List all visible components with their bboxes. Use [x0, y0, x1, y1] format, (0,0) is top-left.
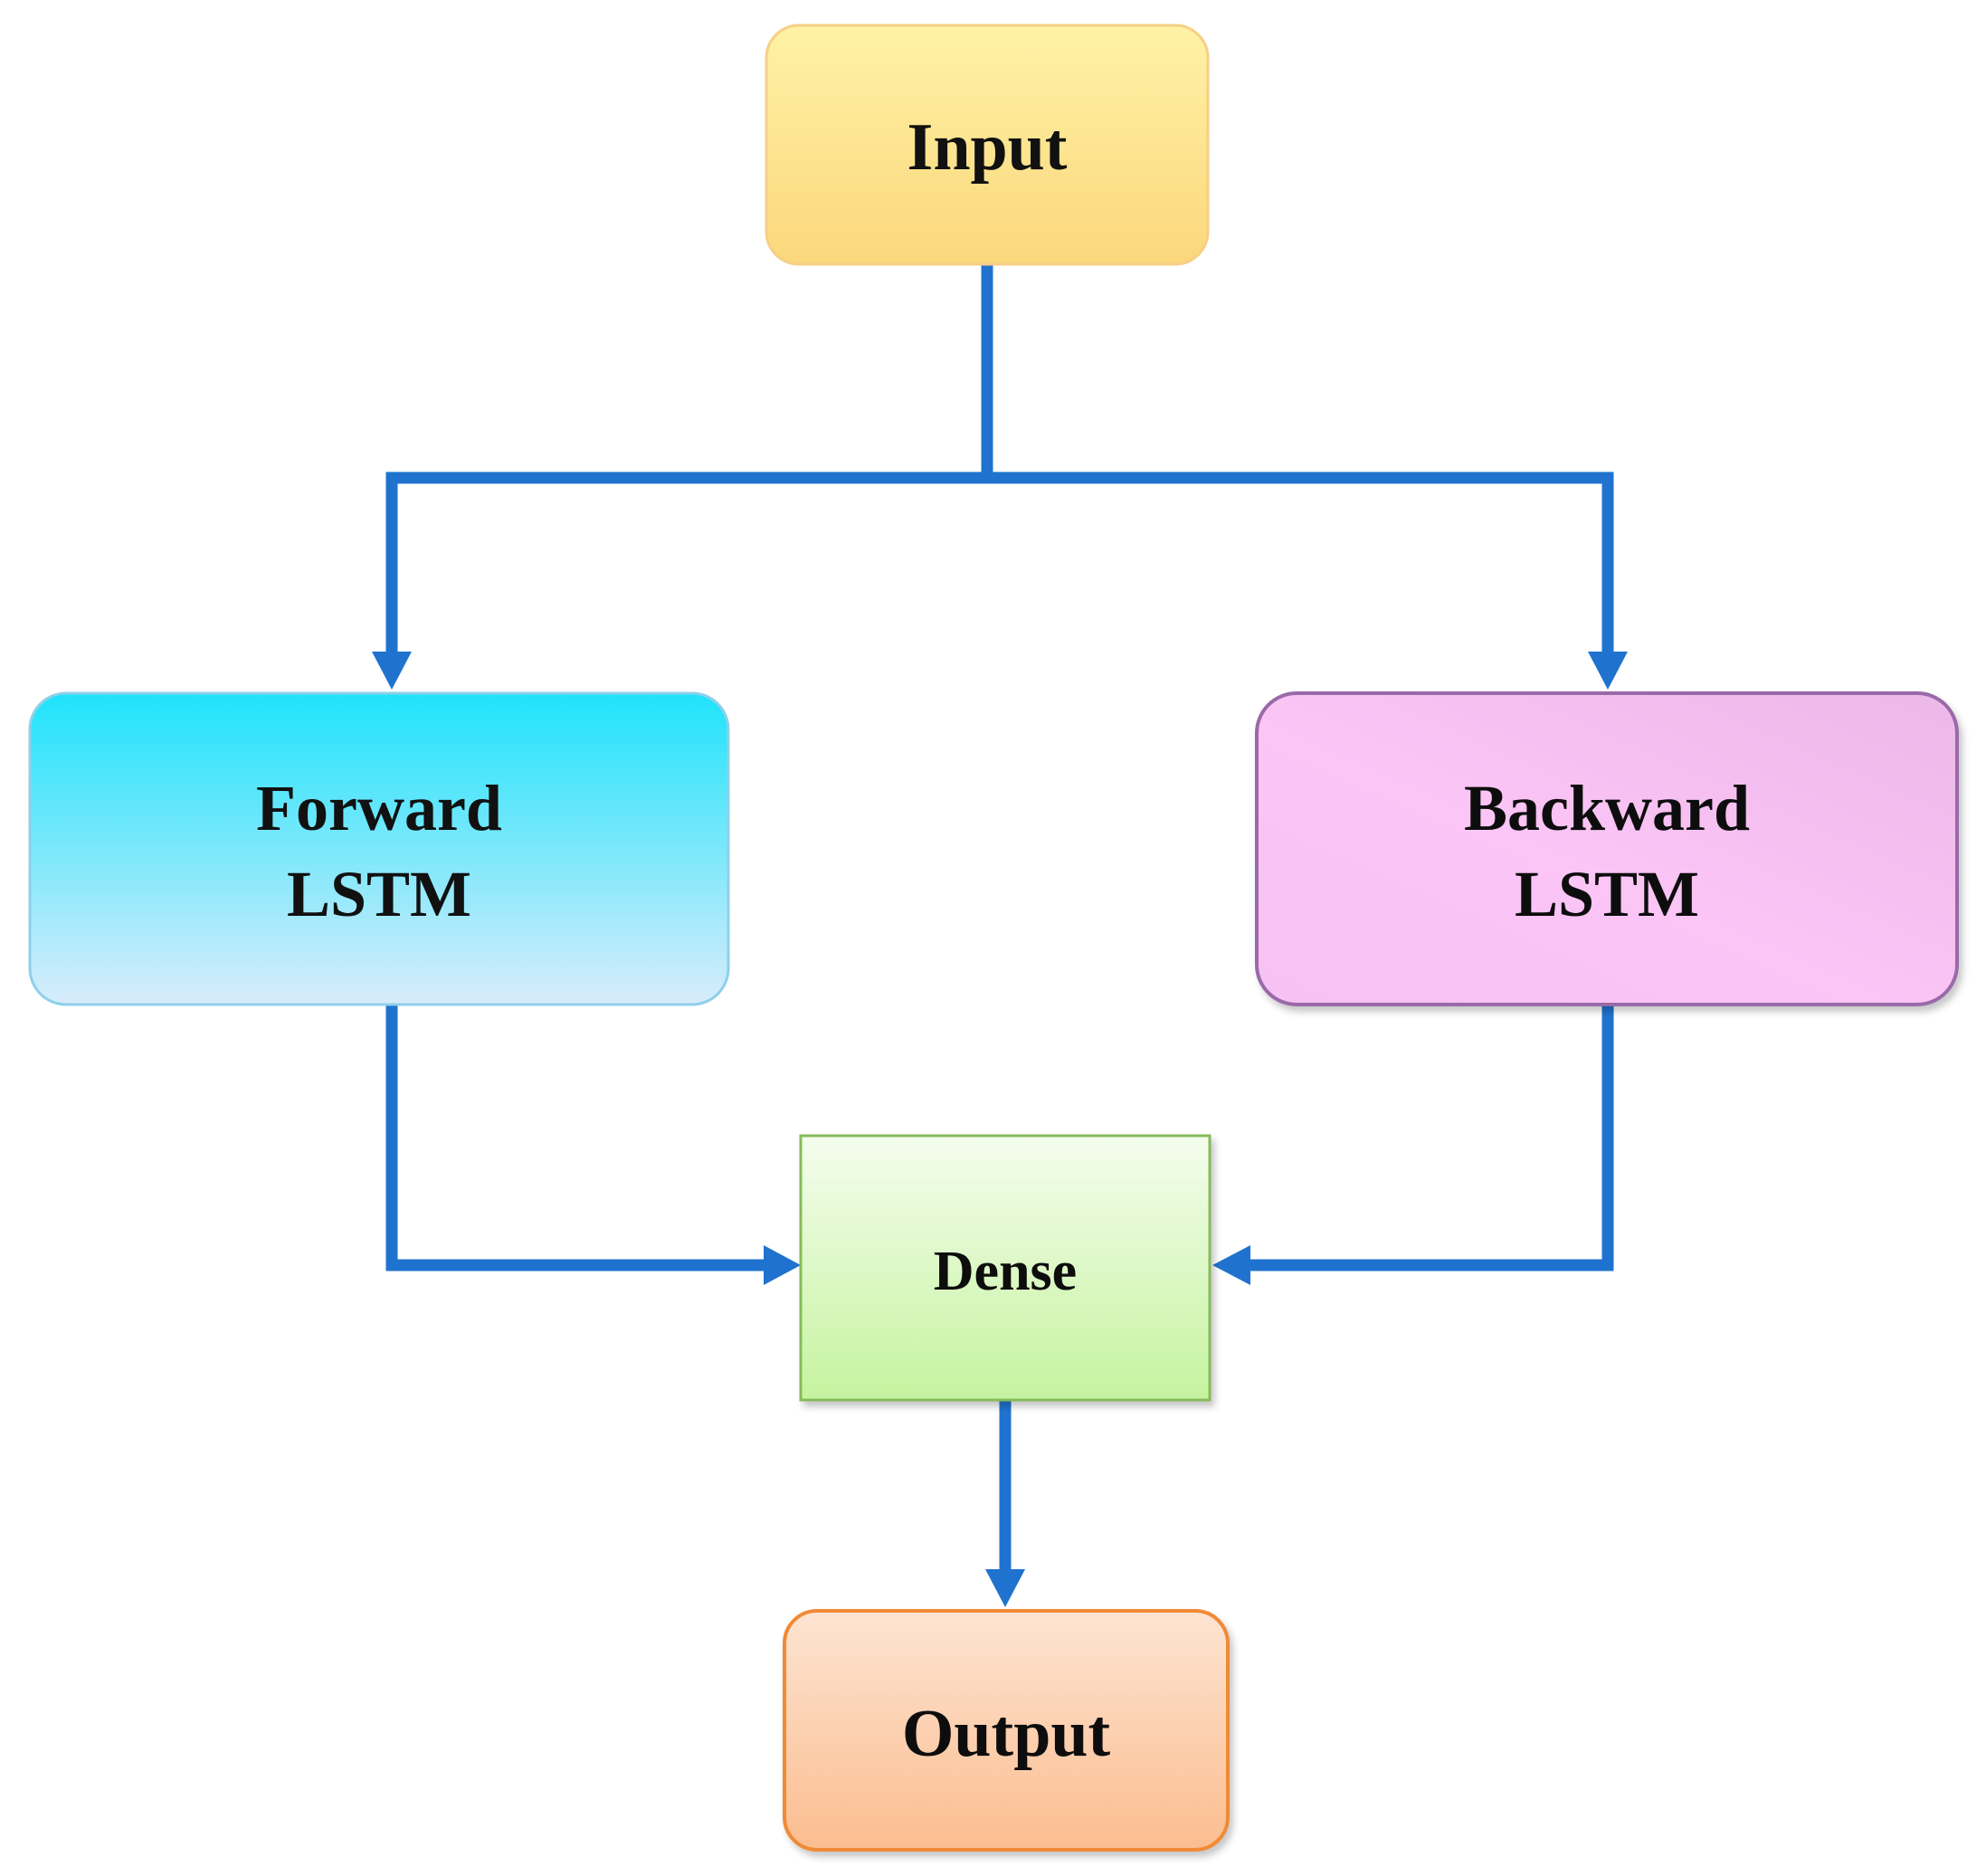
edge-backward-to-dense — [1247, 1005, 1614, 1271]
arrowhead-dense-left-icon — [764, 1245, 801, 1285]
node-output-box — [783, 1609, 1230, 1852]
arrowhead-dense-right-icon — [1212, 1245, 1250, 1285]
edge-input-to-backward — [987, 471, 1614, 653]
node-input: Input — [765, 24, 1210, 266]
node-input-box — [765, 24, 1210, 266]
node-dense-label: Dense — [934, 1241, 1077, 1302]
arrowheads — [372, 652, 1628, 1607]
arrowhead-backward-icon — [1588, 652, 1628, 690]
node-backward-lstm-label-line1: Backward — [1464, 772, 1750, 844]
node-forward-lstm-label-line1: Forward — [256, 772, 502, 844]
node-input-label: Input — [907, 110, 1068, 185]
node-forward-lstm-box — [28, 691, 730, 1006]
node-output-label: Output — [902, 1697, 1111, 1771]
arrowhead-output-icon — [985, 1569, 1025, 1607]
node-forward-lstm-label-line2: LSTM — [287, 858, 471, 930]
node-output: Output — [783, 1609, 1230, 1852]
node-dense: Dense — [799, 1134, 1212, 1402]
node-forward-lstm: Forward LSTM — [28, 691, 730, 1006]
edge-input-to-forward — [385, 471, 987, 653]
node-dense-box — [799, 1134, 1212, 1402]
edge-forward-to-dense — [385, 1005, 767, 1271]
node-backward-lstm: Backward LSTM — [1255, 691, 1959, 1006]
connectors — [385, 264, 1614, 1571]
node-backward-lstm-box — [1255, 691, 1959, 1006]
arrowhead-forward-icon — [372, 652, 412, 690]
node-backward-lstm-label-line2: LSTM — [1515, 858, 1699, 930]
